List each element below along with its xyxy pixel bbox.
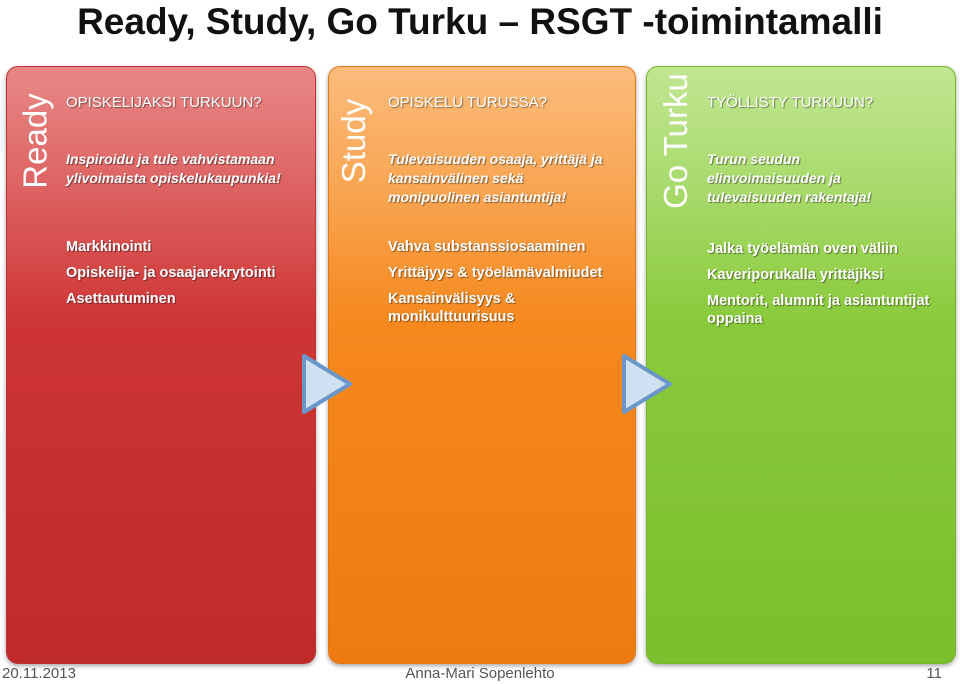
list-item: Asettautuminen (66, 291, 176, 307)
ready-intro: Inspiroidu ja tule vahvistamaan ylivoima… (66, 151, 281, 186)
study-label-box: Study (330, 76, 378, 206)
go-turku-label-box: Go Turku (652, 73, 700, 209)
ready-label: Ready (17, 93, 55, 189)
list-item: Jalka työelämän oven väliin (707, 241, 899, 257)
go-turku-intro: Turun seudun elinvoimaisuuden ja tulevai… (707, 151, 872, 205)
slide-title: Ready, Study, Go Turku – RSGT -toimintam… (77, 1, 883, 42)
go-turku-items: Jalka työelämän oven väliin Kaveriporuka… (707, 240, 943, 336)
play-arrow-icon (622, 354, 672, 414)
slide-footer: 20.11.2013 Anna-Mari Sopenlehto 11 (0, 664, 960, 684)
list-item: Kansainvälisyys & monikulttuurisuus (388, 291, 516, 325)
study-heading: OPISKELU TURUSSA? (388, 94, 547, 111)
ready-panel (6, 66, 316, 664)
study-label: Study (335, 98, 373, 184)
study-panel (328, 66, 636, 664)
study-items: Vahva substanssiosaaminen Yrittäjyys & t… (388, 238, 628, 334)
list-item: Mentorit, alumnit ja asiantuntijat oppai… (707, 293, 930, 327)
page-number: 11 (926, 665, 942, 682)
go-turku-panel (646, 66, 956, 664)
go-turku-heading: TYÖLLISTY TURKUUN? (707, 94, 874, 111)
footer-date: 20.11.2013 (2, 665, 76, 682)
ready-label-box: Ready (12, 76, 60, 206)
ready-items: Markkinointi Opiskelija- ja osaajarekryt… (66, 238, 310, 316)
go-turku-label: Go Turku (657, 73, 695, 209)
list-item: Yrittäjyys & työelämävalmiudet (388, 265, 603, 281)
list-item: Opiskelija- ja osaajarekrytointi (66, 265, 276, 281)
list-item: Kaveriporukalla yrittäjiksi (707, 267, 884, 283)
ready-heading: OPISKELIJAKSI TURKUUN? (66, 94, 262, 111)
footer-author: Anna-Mari Sopenlehto (405, 665, 555, 682)
study-intro: Tulevaisuuden osaaja, yrittäjä ja kansai… (388, 151, 603, 205)
list-item: Vahva substanssiosaaminen (388, 239, 586, 255)
play-arrow-icon (302, 354, 352, 414)
list-item: Markkinointi (66, 239, 152, 255)
